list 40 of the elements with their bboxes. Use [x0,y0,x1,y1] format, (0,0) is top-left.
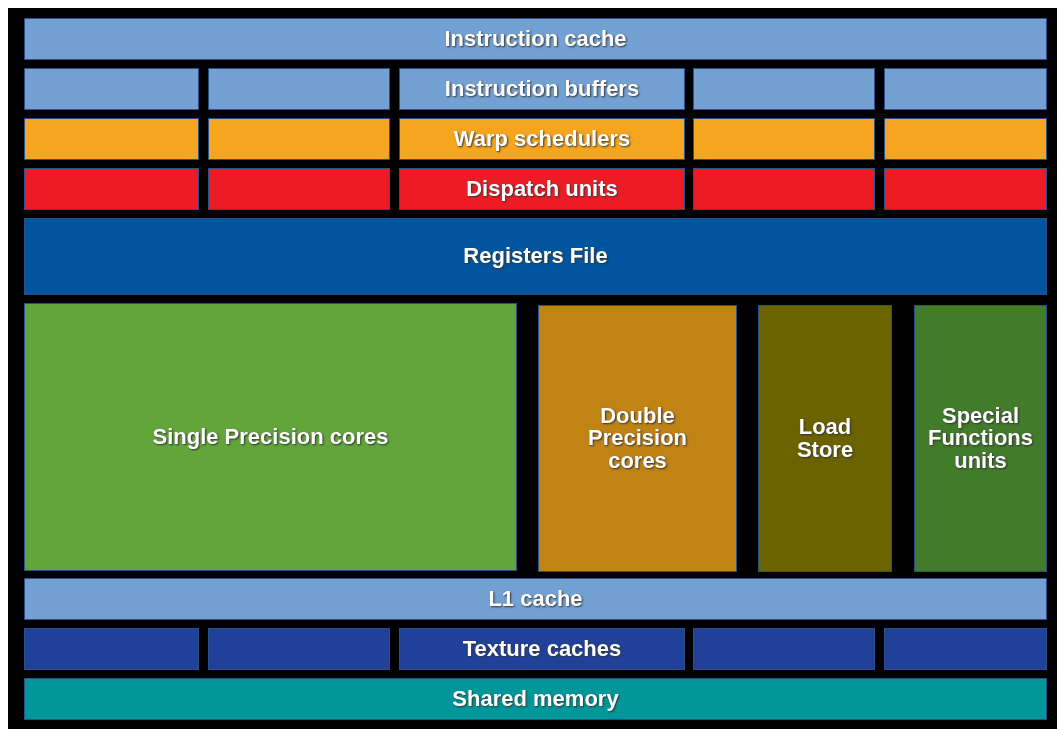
unit-block [24,578,1047,620]
empty-block [693,68,875,110]
empty-block [884,628,1047,670]
empty-block [24,68,199,110]
unit-block [914,305,1047,572]
unit-label: Registers File [463,245,608,268]
unit-label: Special Functions units [926,404,1035,473]
empty-block [693,168,875,210]
unit-label: Shared memory [452,687,619,711]
empty-block [208,628,390,670]
unit-label: Instruction cache [444,27,627,51]
unit-block [399,68,685,110]
unit-label: Dispatch units [466,177,618,201]
unit-block [24,678,1047,720]
unit-label: Instruction buffers [444,77,640,101]
unit-label: Warp schedulers [453,127,631,151]
unit-label: Texture caches [462,637,622,661]
unit-label: Single Precision cores [152,425,389,449]
empty-block [24,118,199,160]
unit-block [399,628,685,670]
unit-label: Double Precision cores [586,404,688,473]
empty-block [208,68,390,110]
unit-label: L1 cache [488,587,583,611]
empty-block [24,628,199,670]
empty-block [693,628,875,670]
empty-block [208,168,390,210]
unit-label: Load Store [795,415,855,462]
empty-block [884,68,1047,110]
unit-block [24,18,1047,60]
empty-block [208,118,390,160]
empty-block [884,168,1047,210]
unit-block [399,118,685,160]
empty-block [24,168,199,210]
unit-block [538,305,737,572]
unit-block [24,303,517,571]
empty-block [884,118,1047,160]
empty-block [693,118,875,160]
unit-block [24,218,1047,295]
unit-block [399,168,685,210]
unit-block [758,305,892,572]
